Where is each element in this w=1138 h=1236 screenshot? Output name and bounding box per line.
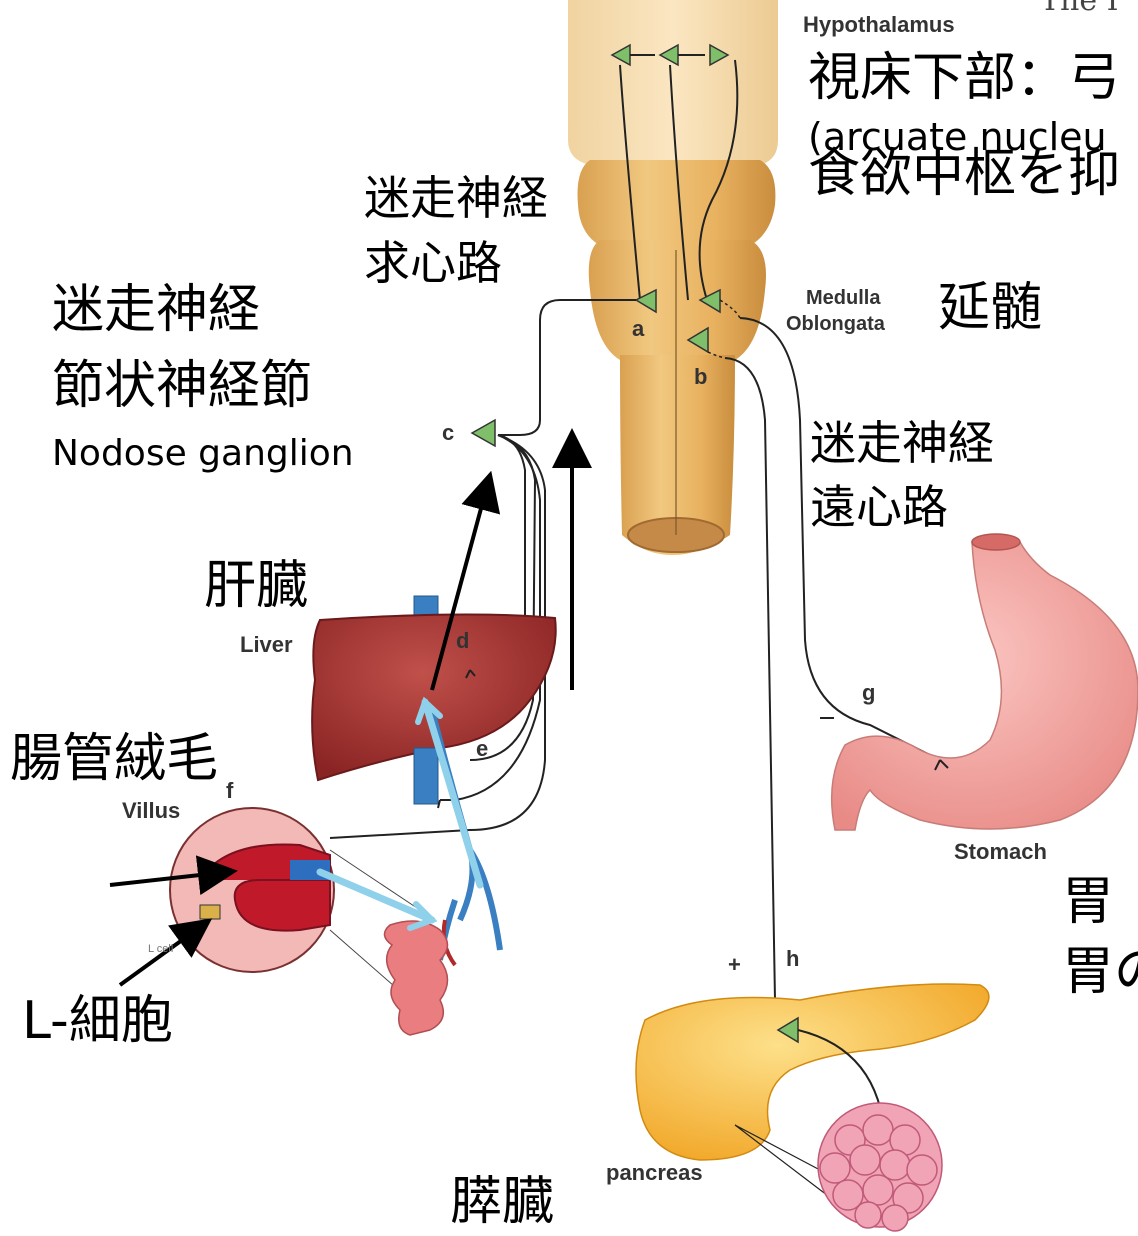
nodose-neuron — [472, 420, 495, 446]
hypothalamus-en-label: Hypothalamus — [803, 14, 955, 36]
acinus-cluster — [818, 1103, 942, 1231]
point-label-b: b — [694, 366, 707, 388]
stomach-shape — [832, 542, 1138, 830]
hypothalamus-jp-label: 視床下部：弓 — [808, 52, 1120, 104]
lcell-jp-label: L-細胞 — [22, 995, 173, 1047]
partial-top-text: The I — [1040, 0, 1118, 16]
point-label-c: c — [442, 422, 454, 444]
l-cell-marker — [200, 905, 220, 919]
minus-sign: – — [812, 704, 824, 726]
nodose-jp-label-2: 節状神経節 — [52, 360, 312, 412]
vagal-efferent-label-2: 遠心路 — [810, 484, 948, 530]
vagal-afferent-label-1: 迷走神経 — [364, 175, 548, 221]
hypothalamus-shape — [568, 0, 778, 165]
point-label-h: h — [786, 948, 799, 970]
stomach-jp-label-2: 胃の — [1062, 946, 1138, 998]
lcell-small-label: L cell — [148, 944, 173, 955]
point-label-f: f — [226, 780, 233, 802]
liver-en-label: Liver — [240, 634, 293, 656]
medulla-en-label-2: Oblongata — [786, 314, 885, 334]
plus-sign: + — [728, 954, 741, 976]
nodose-jp-label-1: 迷走神経 — [52, 284, 260, 336]
point-label-e: e — [476, 738, 488, 760]
villus-en-label: Villus — [122, 800, 180, 822]
villus-jp-label: 腸管絨毛 — [10, 733, 218, 785]
point-label-d: d — [456, 630, 469, 652]
arrow-to-lcell — [120, 930, 196, 985]
point-label-a: a — [632, 318, 644, 340]
vagal-afferent-label-2: 求心路 — [364, 240, 502, 286]
vagal-efferent-label-1: 迷走神経 — [810, 420, 994, 466]
liver-jp-label: 肝臓 — [204, 560, 308, 612]
pancreas-shape — [636, 984, 989, 1160]
stomach-en-label: Stomach — [954, 841, 1047, 863]
medulla-en-label-1: Medulla — [806, 288, 880, 308]
pancreas-jp-label: 膵臓 — [450, 1176, 554, 1228]
medulla-jp-label: 延髄 — [938, 282, 1042, 334]
pancreas-en-label: pancreas — [606, 1162, 703, 1184]
stomach-jp-label-1: 胃 — [1062, 876, 1114, 928]
intestine-shape — [384, 921, 447, 1035]
appetite-center-label: 食欲中枢を抑 — [808, 148, 1120, 200]
point-label-g: g — [862, 682, 875, 704]
esophagus-top — [972, 534, 1020, 550]
nodose-en-label: Nodose ganglion — [52, 436, 354, 472]
liver-vein-bottom — [414, 748, 438, 804]
